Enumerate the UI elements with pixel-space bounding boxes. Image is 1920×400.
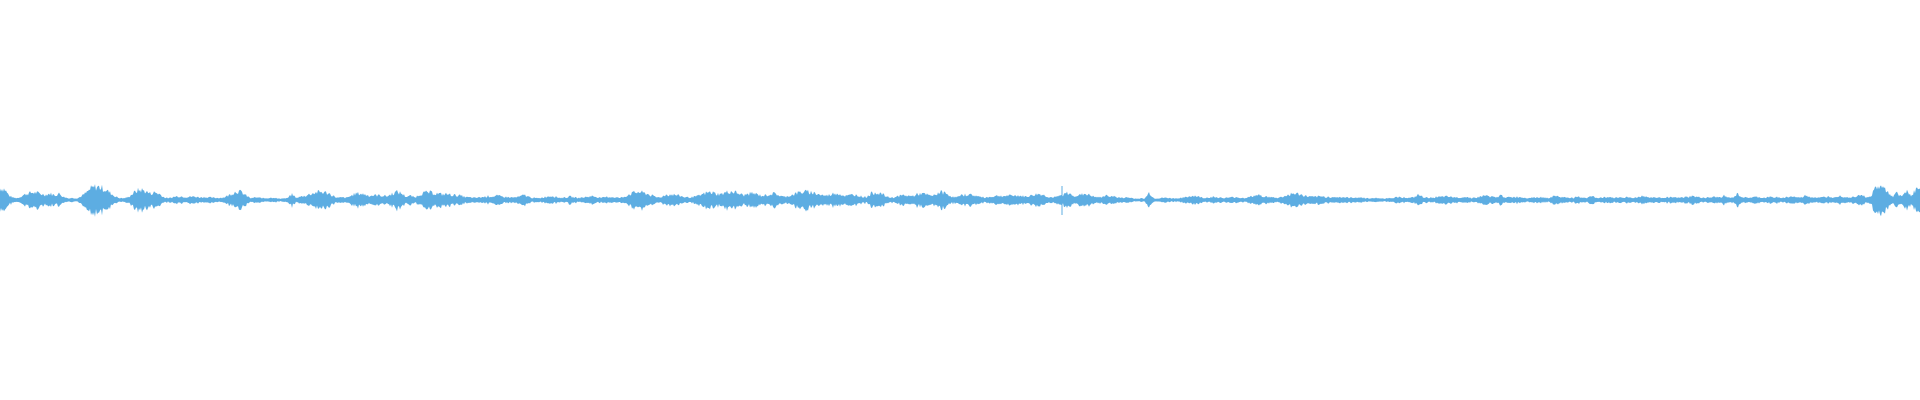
waveform-shape [0,184,1920,217]
